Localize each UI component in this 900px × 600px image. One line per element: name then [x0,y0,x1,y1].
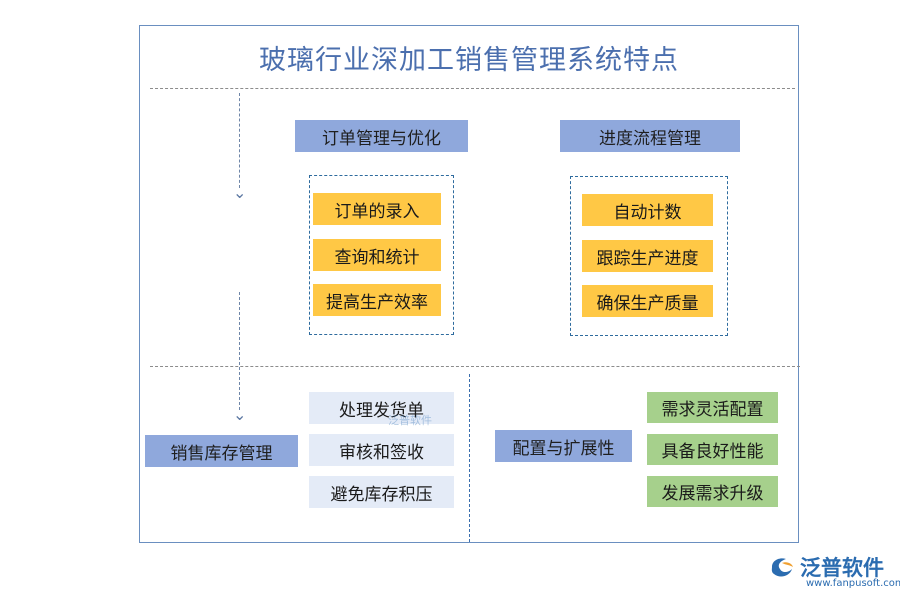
arrow-down-icon: ⌄ [233,405,247,424]
section-label-config: 配置与扩展性 [495,430,632,462]
inventory-item-shipping: 处理发货单 [309,392,454,424]
order-items-box [309,175,454,335]
config-item-flexible: 需求灵活配置 [647,392,778,423]
config-item-performance: 具备良好性能 [647,434,778,465]
section-label-inventory: 销售库存管理 [145,435,298,467]
watermark-logo: 泛普软件 [388,414,432,427]
diagram-frame [139,25,799,543]
section-label-progress: 进度流程管理 [560,120,740,152]
top-divider [150,88,795,89]
left-flow-line-upper [239,93,240,188]
order-item-efficiency: 提高生产效率 [313,284,441,316]
arrow-down-icon: ⌄ [233,183,247,202]
brand-name: 泛普软件 [800,556,884,580]
progress-items-box [570,176,728,336]
fanpu-logo-icon [771,558,793,577]
order-item-query: 查询和统计 [313,239,441,271]
progress-item-count: 自动计数 [582,194,713,226]
brand-url[interactable]: www.fanpusoft.com [806,578,900,589]
section-label-order: 订单管理与优化 [295,120,468,152]
inventory-item-review: 审核和签收 [309,434,454,466]
bottom-vertical-divider [469,374,470,542]
brand-logo: 泛普软件 [768,552,884,582]
progress-item-track: 跟踪生产进度 [582,240,713,272]
order-item-entry: 订单的录入 [313,193,441,225]
left-flow-line-lower [239,292,240,410]
config-item-upgrade: 发展需求升级 [647,476,778,507]
diagram-title: 玻璃行业深加工销售管理系统特点 [259,45,679,76]
middle-divider [150,366,800,367]
inventory-item-overstock: 避免库存积压 [309,476,454,508]
progress-item-quality: 确保生产质量 [582,285,713,317]
